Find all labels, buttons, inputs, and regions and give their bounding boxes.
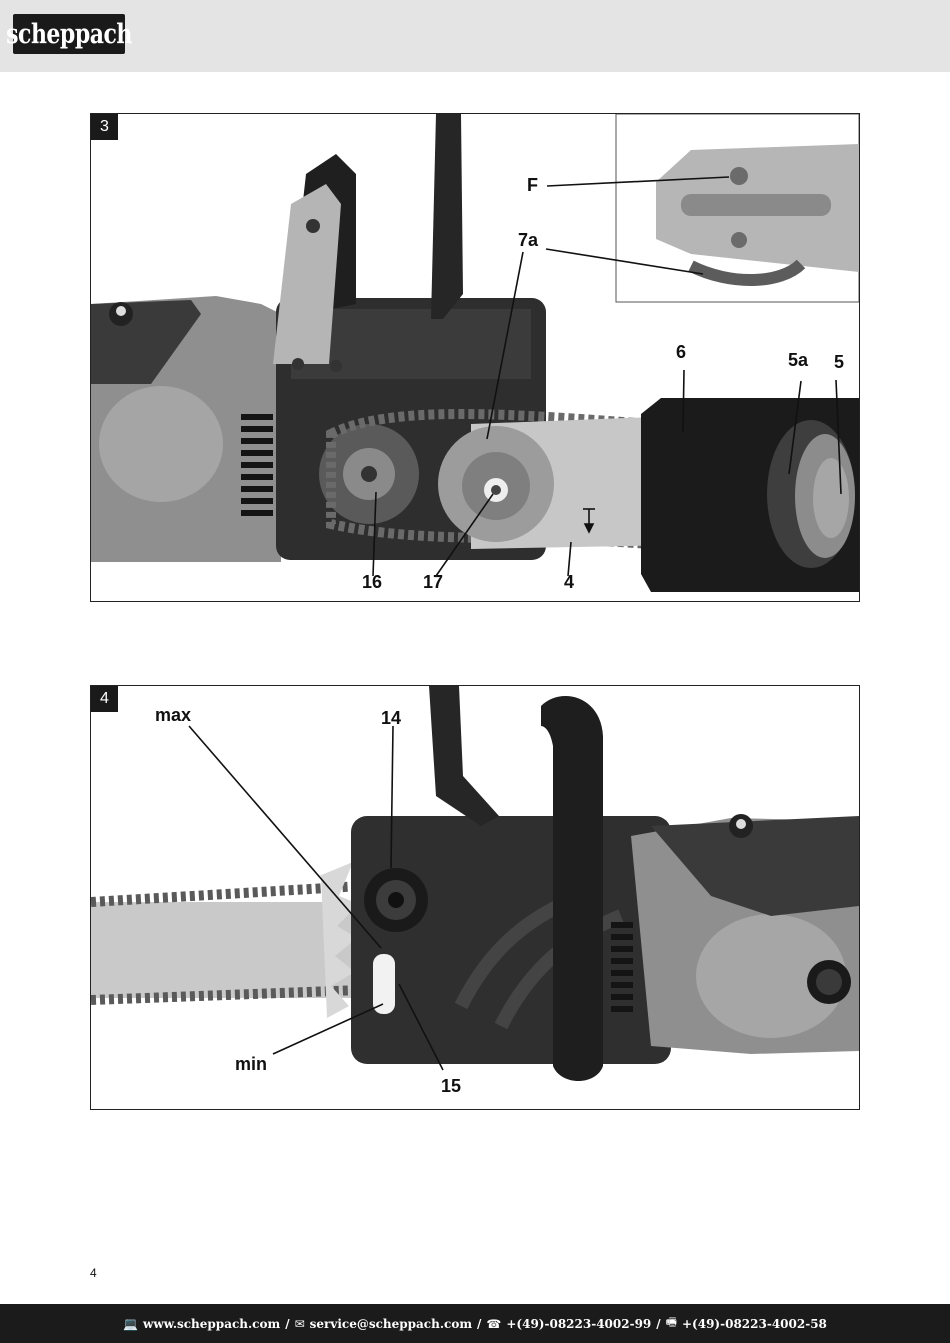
callout-6: 6 [676, 342, 687, 362]
footer-phone: +(49)-08223-4002-99 [506, 1316, 652, 1331]
callout-max: max [155, 705, 192, 725]
logo-text: scheppach [6, 17, 132, 51]
fax-icon: 🖷 [665, 1315, 677, 1329]
footer-band: 💻 www.scheppach.com / ✉ service@scheppac… [0, 1304, 950, 1343]
brand-logo: scheppach [6, 14, 132, 54]
callout-min: min [235, 1054, 268, 1074]
figure-number: 4 [91, 686, 118, 712]
callout-17: 17 [423, 572, 444, 592]
header-band: scheppach [0, 0, 950, 72]
callout-5a: 5a [788, 350, 809, 370]
footer-website[interactable]: www.scheppach.com [143, 1316, 281, 1331]
figure-4: 4 [90, 685, 860, 1110]
footer-separator: / [477, 1316, 482, 1331]
callout-F: F [527, 175, 538, 195]
callout-15: 15 [441, 1076, 462, 1096]
callout-14: 14 [381, 708, 402, 728]
callout-7a: 7a [518, 230, 539, 250]
figure-number: 3 [91, 114, 118, 140]
footer-email[interactable]: service@scheppach.com [309, 1316, 473, 1331]
figure-3: 3 [90, 113, 860, 602]
callout-5: 5 [834, 352, 845, 372]
footer-separator: / [285, 1316, 290, 1331]
computer-icon: 💻 [123, 1316, 139, 1331]
figure-3-illustration [91, 114, 859, 592]
figure-4-illustration [91, 686, 859, 1081]
callout-16: 16 [362, 572, 383, 592]
footer-fax: +(49)-08223-4002-58 [682, 1316, 827, 1331]
footer-separator: / [656, 1316, 661, 1331]
phone-icon: ☎ [486, 1316, 502, 1331]
mail-icon: ✉ [294, 1316, 305, 1331]
callout-4: 4 [564, 572, 575, 592]
page-number: 4 [90, 1266, 97, 1280]
